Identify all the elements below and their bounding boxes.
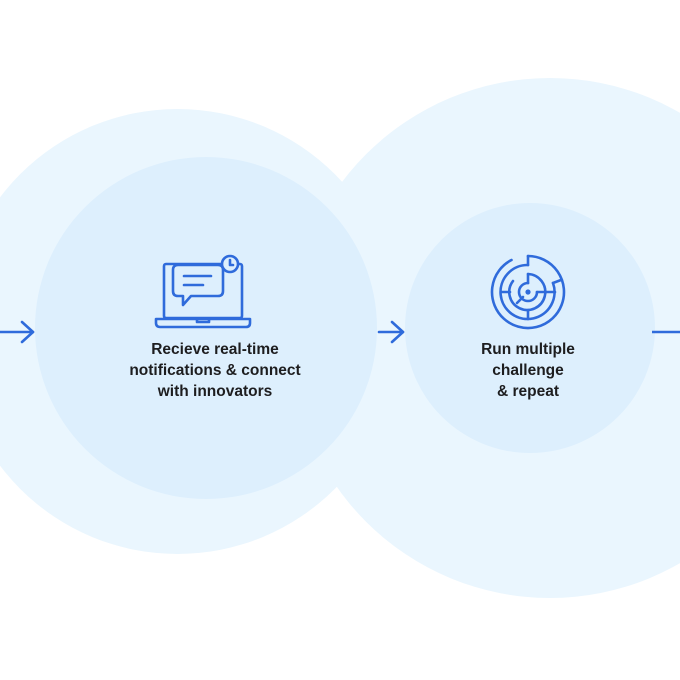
laptop-chat-notification-icon	[154, 254, 252, 329]
maze-icon	[490, 254, 566, 330]
arrow-right-icon	[377, 320, 405, 344]
step-2-label: Run multiple challenge & repeat	[481, 341, 575, 400]
arrow-right-icon	[0, 320, 35, 344]
connector-line	[652, 330, 680, 334]
step-1-label: Recieve real-time notifications & connec…	[129, 341, 301, 400]
